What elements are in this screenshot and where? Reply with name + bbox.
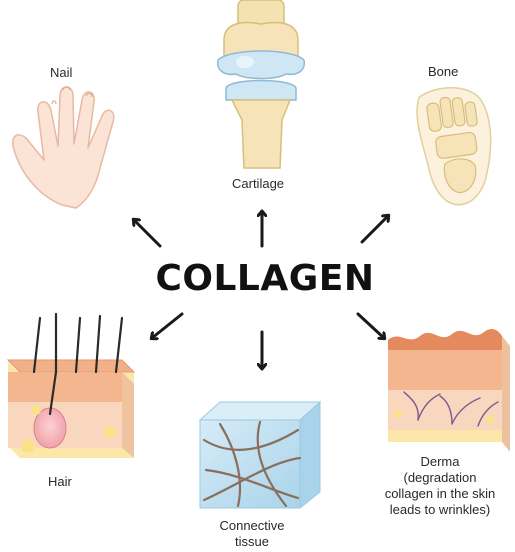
arrows xyxy=(134,212,388,368)
label-hair: Hair xyxy=(48,474,72,489)
label-derma-line3: collagen in the skin xyxy=(384,486,496,501)
arrow-to-bone xyxy=(360,216,388,244)
label-cartilage: Cartilage xyxy=(232,176,285,191)
knee-joint-icon xyxy=(216,0,306,169)
hair-follicle-skin-icon xyxy=(6,312,136,458)
arrow-to-hair xyxy=(152,312,184,338)
skin-layer-icon xyxy=(388,329,510,452)
arrow-to-nail xyxy=(134,220,162,248)
collagen-title: COLLAGEN xyxy=(155,258,375,299)
foot-bone-icon xyxy=(416,87,492,206)
label-derma: Derma (degradation collagen in the skin … xyxy=(370,454,510,518)
label-bone: Bone xyxy=(428,64,459,79)
arrow-to-derma xyxy=(356,312,384,338)
label-connective-tissue: Connective tissue xyxy=(200,518,304,550)
label-derma-line4: leads to wrinkles) xyxy=(389,502,491,517)
connective-tissue-cube-icon xyxy=(198,400,322,510)
label-derma-line2: (degradation xyxy=(403,470,477,485)
label-connective-line1: Connective xyxy=(219,518,285,533)
label-connective-line2: tissue xyxy=(235,534,269,549)
label-derma-line1: Derma xyxy=(420,454,460,469)
hand-icon xyxy=(12,86,115,209)
label-nail: Nail xyxy=(50,65,73,80)
